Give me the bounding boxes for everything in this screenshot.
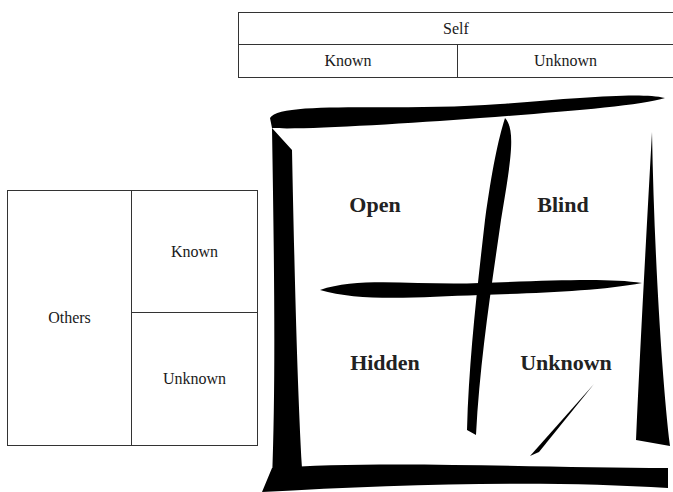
- table-cell: Known: [238, 44, 458, 78]
- brush-stroke: [467, 118, 511, 435]
- cell-text: Others: [44, 306, 95, 329]
- quadrant-label: Open: [349, 192, 400, 218]
- brush-stroke: [272, 128, 302, 480]
- table-header-cell: Self: [238, 12, 673, 45]
- cell-text: Unknown: [159, 367, 230, 390]
- brush-stroke: [320, 280, 642, 298]
- quadrant-label: Blind: [537, 192, 588, 218]
- cell-text: Unknown: [530, 49, 601, 72]
- table-header-cell: Others: [7, 190, 132, 446]
- quadrant-label: Unknown: [520, 350, 612, 376]
- quadrant-label: Hidden: [350, 350, 420, 376]
- brush-stroke: [270, 96, 665, 129]
- brush-stroke: [636, 132, 670, 446]
- cell-text: Known: [167, 240, 222, 263]
- brush-stroke: [530, 384, 594, 456]
- cell-text: Self: [439, 17, 473, 40]
- table-cell: Known: [131, 190, 258, 313]
- table-cell: Unknown: [131, 312, 258, 446]
- table-cell: Unknown: [457, 44, 673, 78]
- cell-text: Known: [320, 49, 375, 72]
- brush-stroke: [262, 464, 668, 492]
